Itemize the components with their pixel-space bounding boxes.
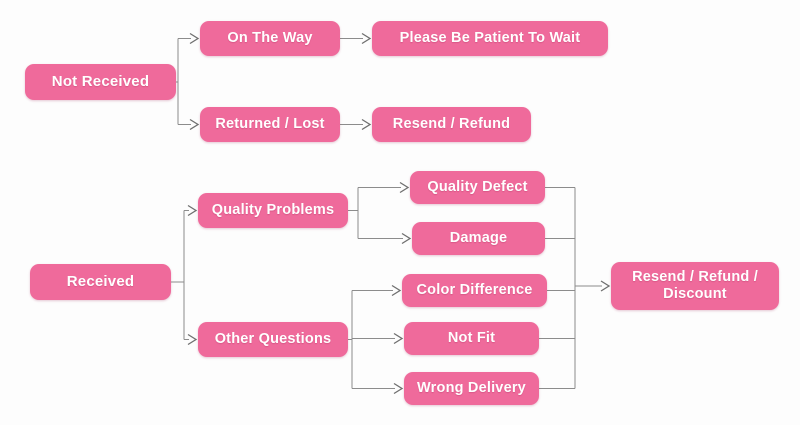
node-not-fit[interactable]: Not Fit (404, 322, 539, 355)
node-please-be-patient[interactable]: Please Be Patient To Wait (372, 21, 608, 56)
node-quality-problems[interactable]: Quality Problems (198, 193, 348, 228)
node-other-questions[interactable]: Other Questions (198, 322, 348, 357)
node-resend-refund[interactable]: Resend / Refund (372, 107, 531, 142)
node-quality-defect[interactable]: Quality Defect (410, 171, 545, 204)
node-resend-refund-discount[interactable]: Resend / Refund / Discount (611, 262, 779, 310)
node-damage[interactable]: Damage (412, 222, 545, 255)
node-on-the-way[interactable]: On The Way (200, 21, 340, 56)
node-not-received[interactable]: Not Received (25, 64, 176, 100)
node-returned-lost[interactable]: Returned / Lost (200, 107, 340, 142)
node-received[interactable]: Received (30, 264, 171, 300)
node-wrong-delivery[interactable]: Wrong Delivery (404, 372, 539, 405)
node-color-difference[interactable]: Color Difference (402, 274, 547, 307)
